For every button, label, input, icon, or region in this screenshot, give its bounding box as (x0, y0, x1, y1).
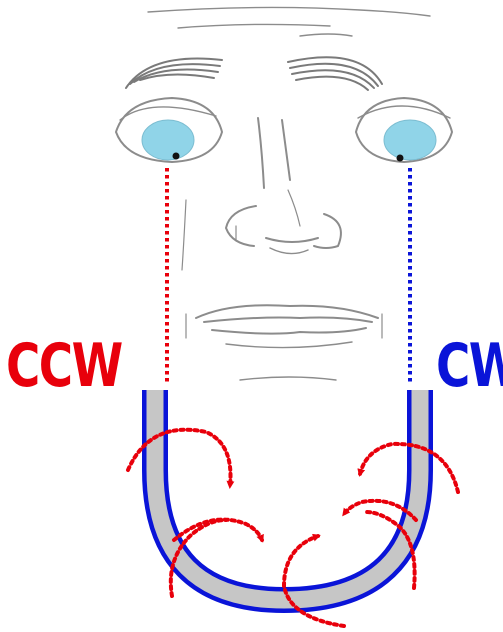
cw-label: CW (436, 336, 503, 396)
right-eye (356, 98, 452, 162)
left-pupil (173, 153, 180, 160)
left-eye (116, 98, 222, 162)
left-eyebrow (126, 59, 222, 88)
forehead-lines (148, 7, 430, 36)
right-pupil (397, 155, 404, 162)
ccw-label: CCW (6, 336, 122, 396)
right-eyebrow (288, 57, 382, 90)
left-iris (142, 120, 194, 160)
cheek-lines (182, 200, 236, 270)
nose (226, 118, 341, 254)
mouth (186, 305, 382, 380)
right-iris (384, 120, 436, 160)
